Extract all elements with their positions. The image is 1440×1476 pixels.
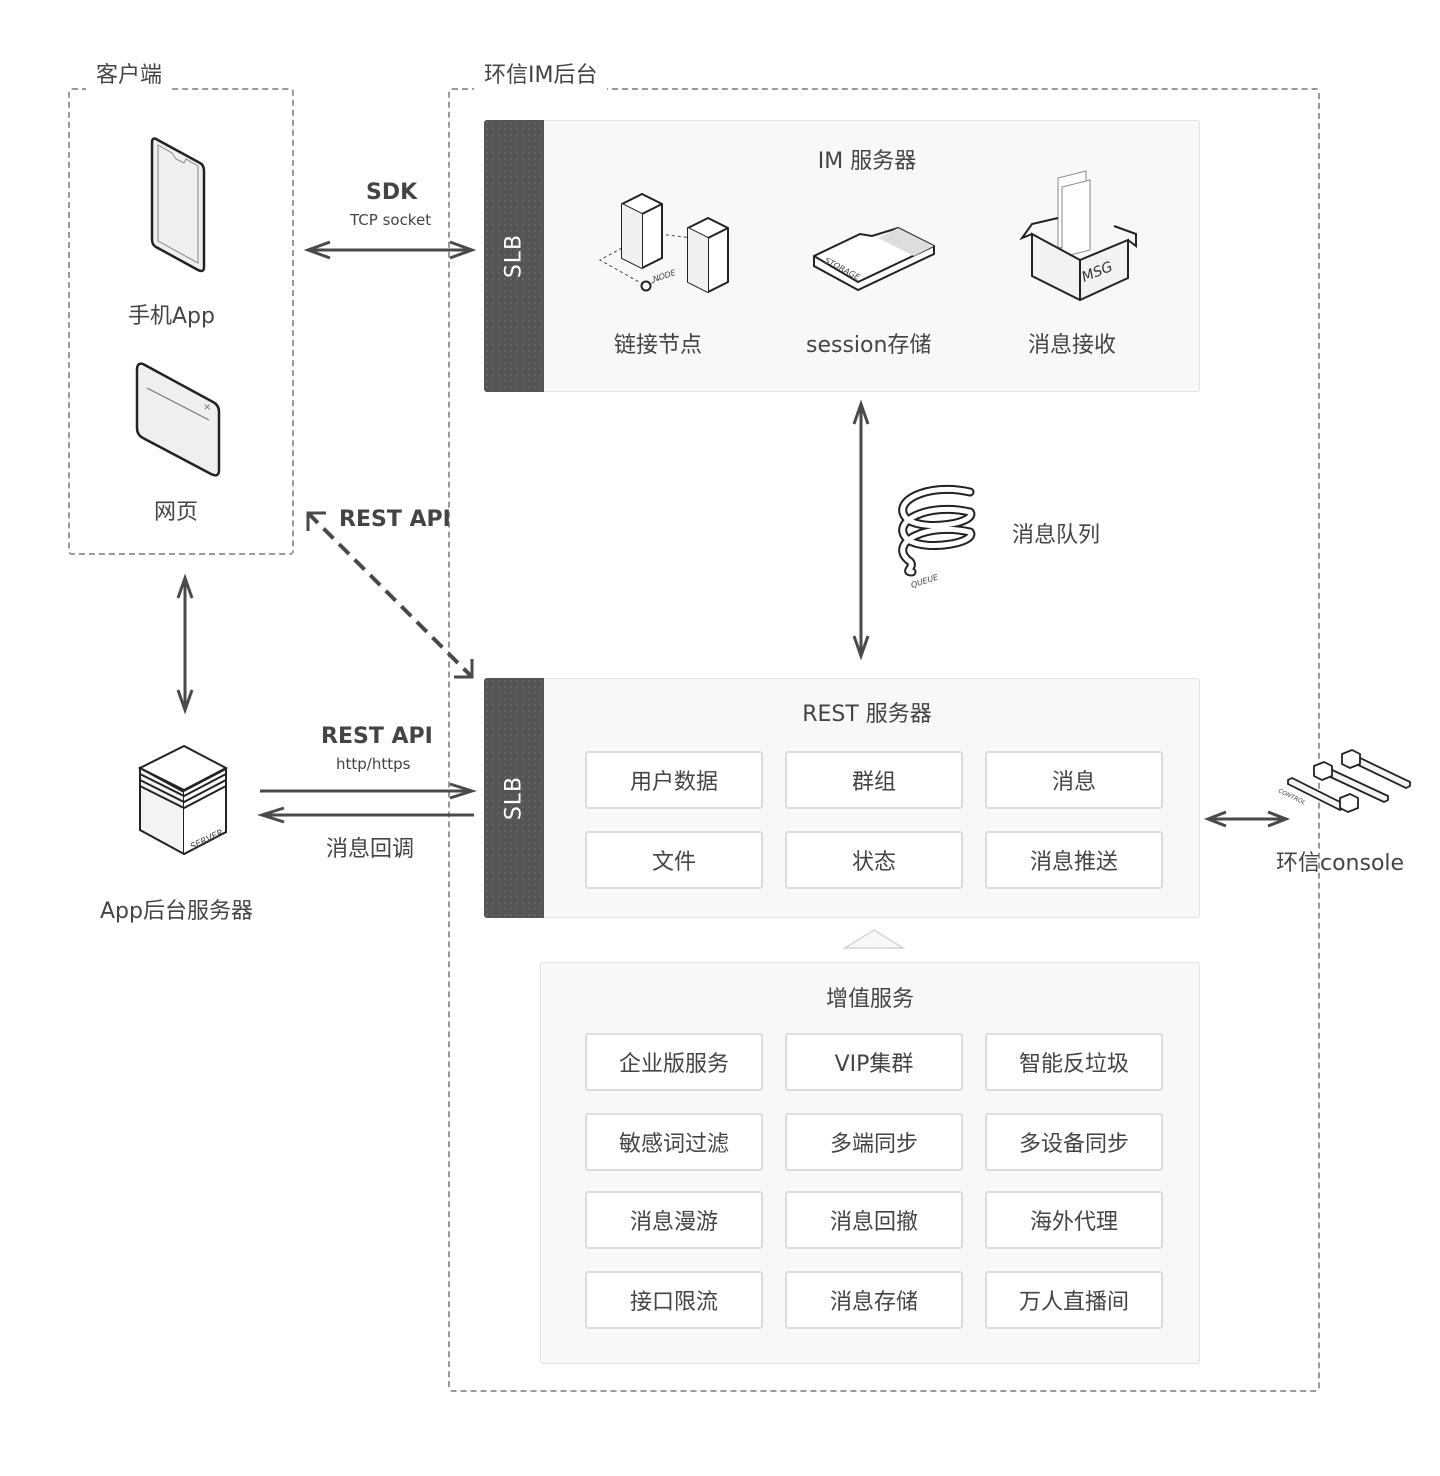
service-chip: 企业版服务 <box>585 1033 763 1091</box>
rest-server-title: REST 服务器 <box>802 702 932 727</box>
queue-spring-icon: QUEUE <box>898 484 976 590</box>
queue-bidirectional-arrow <box>852 399 870 661</box>
backend-group-title: 环信IM后台 <box>474 62 608 90</box>
service-chip: 消息回撤 <box>785 1191 963 1249</box>
rest-module-chip: 消息推送 <box>985 831 1163 889</box>
message-queue-label: 消息队列 <box>1012 523 1101 548</box>
service-chip: 海外代理 <box>985 1191 1163 1249</box>
callback-arrow <box>257 806 474 824</box>
message-receive-label: 消息接收 <box>1028 333 1117 358</box>
rest-api-server-label: REST API <box>321 724 433 749</box>
client-group-title: 客户端 <box>86 62 173 90</box>
storage-card-icon: STORAGE <box>813 226 935 292</box>
link-node-label: 链接节点 <box>614 333 703 358</box>
service-chip: 智能反垃圾 <box>985 1033 1163 1091</box>
session-storage-label: session存储 <box>806 333 932 358</box>
app-server-label: App后台服务器 <box>100 899 253 924</box>
connector-triangle <box>842 929 906 949</box>
http-https-label: http/https <box>336 755 411 773</box>
service-chip: VIP集群 <box>785 1033 963 1091</box>
rest-slb-bar: SLB <box>484 678 544 918</box>
rest-module-chip: 消息 <box>985 751 1163 809</box>
tcp-socket-label: TCP socket <box>350 211 432 229</box>
callback-label: 消息回调 <box>326 837 415 862</box>
rest-slb-label: SLB <box>501 775 527 821</box>
backend-group <box>448 88 1320 1392</box>
smartphone-icon <box>150 137 206 273</box>
node-cluster-icon: NODE <box>598 192 729 294</box>
client-appserver-arrow <box>176 573 194 715</box>
sdk-bidirectional-arrow <box>303 240 477 260</box>
service-chip: 消息存储 <box>785 1271 963 1329</box>
browser-window-icon: × <box>135 362 221 477</box>
service-chip: 多端同步 <box>785 1113 963 1171</box>
app-server-icon: SERVER <box>137 744 229 856</box>
mobile-app-label: 手机App <box>128 304 215 329</box>
rest-module-chip: 用户数据 <box>585 751 763 809</box>
node-icon-text: NODE <box>652 268 678 284</box>
service-chip: 敏感词过滤 <box>585 1113 763 1171</box>
im-slb-label: SLB <box>501 233 527 279</box>
rest-api-client-label: REST API <box>339 507 451 532</box>
message-box-icon: MSG <box>1019 170 1137 302</box>
rest-module-chip: 文件 <box>585 831 763 889</box>
svg-text:×: × <box>203 402 211 413</box>
rest-api-dashed-arrow <box>306 511 474 679</box>
im-slb-bar: SLB <box>484 120 544 392</box>
service-chip: 万人直播间 <box>985 1271 1163 1329</box>
console-arrow <box>1203 810 1291 828</box>
value-added-title: 增值服务 <box>825 987 914 1012</box>
rest-module-chip: 群组 <box>785 751 963 809</box>
service-chip: 多设备同步 <box>985 1113 1163 1171</box>
rest-api-request-arrow <box>260 782 477 800</box>
sdk-label: SDK <box>366 180 418 205</box>
service-chip: 消息漫游 <box>585 1191 763 1249</box>
service-chip: 接口限流 <box>585 1271 763 1329</box>
control-sliders-icon: CONTROL <box>1277 749 1411 813</box>
im-server-title: IM 服务器 <box>817 149 917 174</box>
client-group <box>68 88 294 555</box>
console-label: 环信console <box>1276 851 1405 876</box>
rest-module-chip: 状态 <box>785 831 963 889</box>
web-page-label: 网页 <box>154 500 199 525</box>
